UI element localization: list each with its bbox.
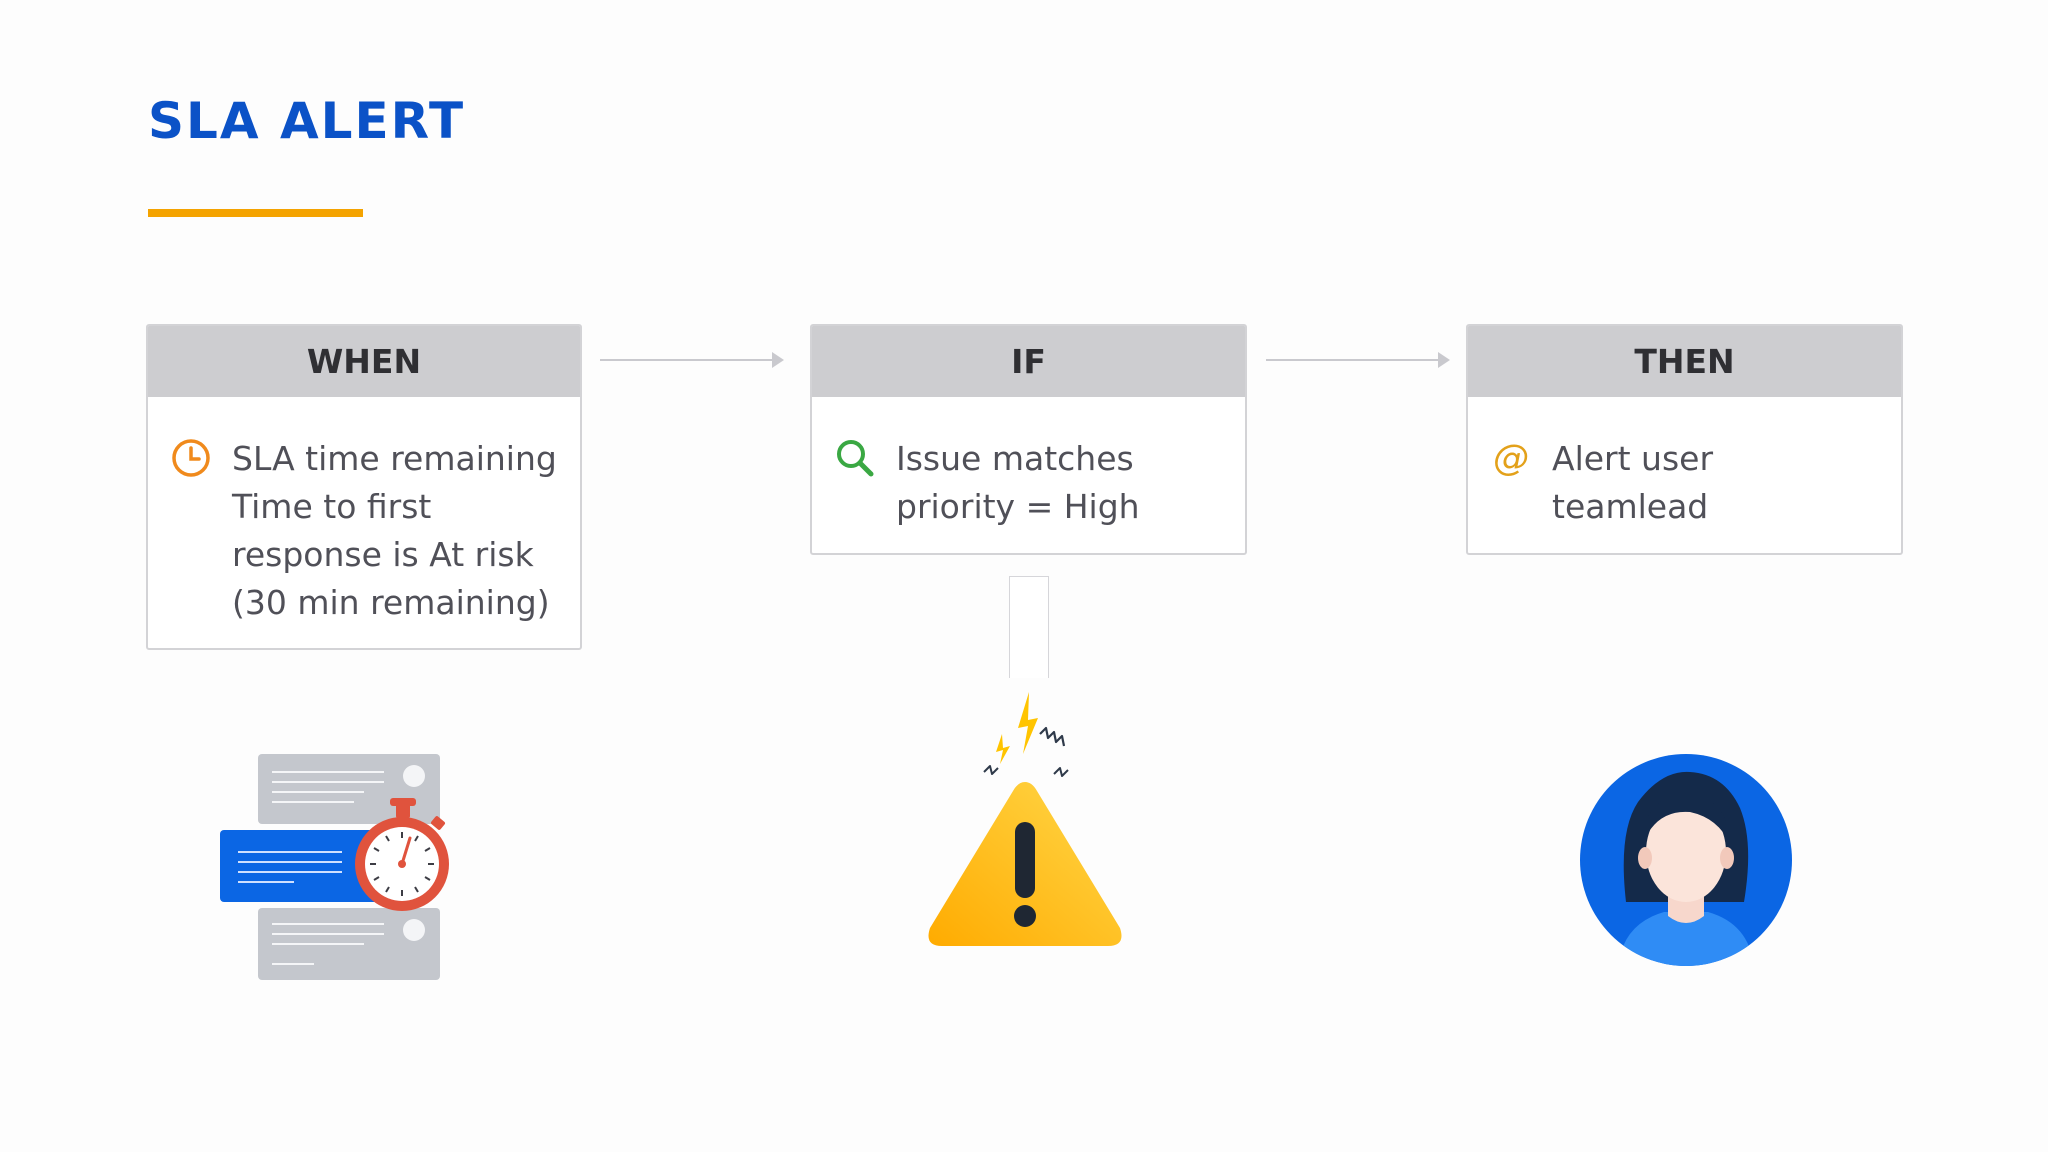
- then-line: Alert user: [1552, 439, 1714, 478]
- user-avatar-illustration: [1580, 754, 1792, 966]
- then-card: THEN @ Alert user teamlead: [1466, 324, 1903, 555]
- when-line: SLA time remaining: [232, 439, 557, 478]
- then-card-header: THEN: [1468, 326, 1901, 397]
- if-connector: [1009, 576, 1049, 678]
- when-line: Time to first: [232, 487, 432, 526]
- when-card: WHEN SLA time remaining Time to first re…: [146, 324, 582, 650]
- svg-text:@: @: [1493, 438, 1529, 479]
- if-line: Issue matches: [896, 439, 1134, 478]
- when-line: (30 min remaining): [232, 583, 550, 622]
- when-card-header: WHEN: [148, 326, 580, 397]
- at-sign-icon: @: [1493, 438, 1529, 479]
- if-card: IF Issue matches priority = High: [810, 324, 1247, 555]
- page-title: SLA ALERT: [148, 92, 466, 150]
- when-line: response is At risk: [232, 535, 534, 574]
- if-card-header: IF: [812, 326, 1245, 397]
- search-icon: [837, 440, 874, 477]
- flow-arrow-if-then: [1266, 352, 1450, 368]
- clock-icon: [172, 439, 210, 477]
- flow-arrow-when-if: [600, 352, 784, 368]
- then-line: teamlead: [1552, 487, 1709, 526]
- stopwatch-queue-illustration: [220, 754, 449, 980]
- if-line: priority = High: [896, 487, 1140, 526]
- title-underline: [148, 209, 363, 217]
- warning-triangle-illustration: [928, 692, 1122, 946]
